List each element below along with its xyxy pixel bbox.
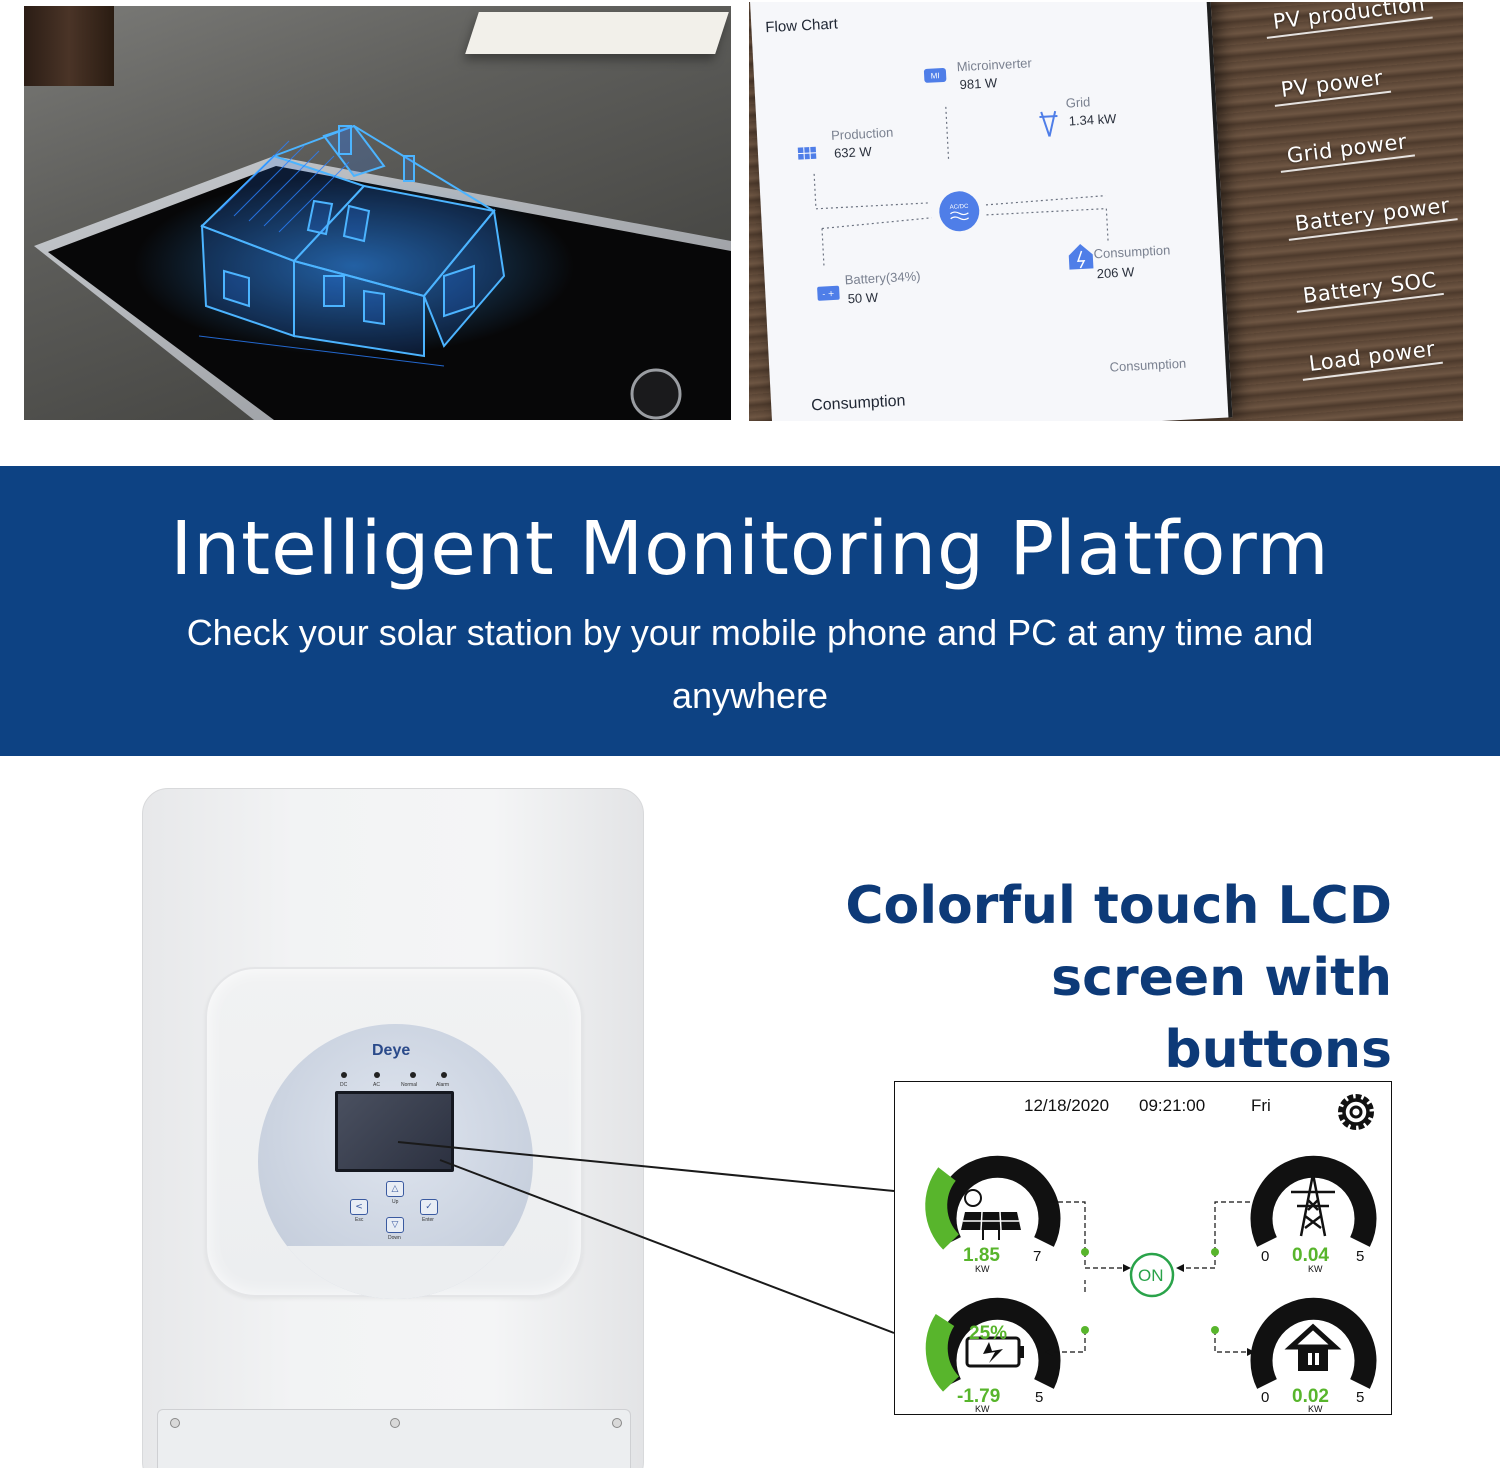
grid-tower-icon bbox=[1291, 1173, 1335, 1237]
brand-logo: Deye bbox=[372, 1042, 411, 1059]
hologram-house-photo bbox=[24, 6, 731, 420]
grid-value: 1.34 kW bbox=[1068, 110, 1117, 129]
lcd-display: 12/18/2020 09:21:00 Fri bbox=[894, 1081, 1392, 1415]
inverter-terminal-cover bbox=[157, 1409, 631, 1468]
home-icon bbox=[1284, 1323, 1342, 1371]
esc-button[interactable]: < bbox=[350, 1199, 368, 1215]
down-button[interactable]: ▽ bbox=[386, 1217, 404, 1233]
wood-label-load-power: Load power bbox=[1307, 336, 1437, 376]
pv-unit: KW bbox=[975, 1264, 990, 1274]
monitoring-app-photo: Flow Chart AC/DC MI bbox=[749, 2, 1463, 421]
enter-button-label: Enter bbox=[422, 1217, 434, 1223]
led-dc-icon bbox=[341, 1072, 347, 1078]
bookshelf bbox=[24, 6, 114, 86]
led-ac-icon bbox=[374, 1072, 380, 1078]
grid-max-tick: 5 bbox=[1356, 1248, 1365, 1265]
inverter-unit: Deye DC AC Normal Alarm < Esc △ Up ▽ Dow… bbox=[142, 788, 644, 1468]
wood-label-battery-power: Battery power bbox=[1293, 193, 1452, 236]
screw-icon bbox=[390, 1418, 400, 1428]
hub-label: AC/DC bbox=[950, 204, 970, 211]
down-button-label: Down bbox=[388, 1235, 401, 1241]
feature-heading: Colorful touch LCD screen with buttons bbox=[845, 876, 1392, 1080]
app-flow-chart-screen: Flow Chart AC/DC MI bbox=[749, 2, 1233, 421]
on-status-label: ON bbox=[1138, 1266, 1164, 1285]
esc-button-label: Esc bbox=[355, 1217, 364, 1223]
battery-unit: KW bbox=[975, 1404, 990, 1414]
led-label-dc: DC bbox=[340, 1082, 348, 1088]
wood-label-list: PV production PV power Grid power Batter… bbox=[1249, 2, 1463, 421]
up-button-label: Up bbox=[392, 1199, 399, 1205]
wood-label-pv-power: PV power bbox=[1279, 65, 1385, 102]
load-unit: KW bbox=[1308, 1404, 1323, 1414]
inverter-control-disc: Deye DC AC Normal Alarm < Esc △ Up ▽ Dow… bbox=[258, 1024, 533, 1299]
load-max-tick: 5 bbox=[1356, 1389, 1365, 1406]
battery-gauge bbox=[925, 1297, 1061, 1392]
pv-max-tick: 7 bbox=[1033, 1248, 1042, 1265]
wood-label-pv-production: PV production bbox=[1272, 2, 1427, 34]
grid-tower-icon bbox=[1039, 110, 1058, 137]
up-button[interactable]: △ bbox=[386, 1181, 404, 1197]
battery-value: -1.79 bbox=[957, 1386, 1001, 1407]
inverter-lcd-screen[interactable] bbox=[335, 1091, 454, 1172]
ac-dc-hub-icon bbox=[939, 191, 980, 232]
lcd-time: 09:21:00 bbox=[1139, 1096, 1206, 1115]
battery-icon bbox=[965, 1336, 1024, 1368]
wood-label-battery-soc: Battery SOC bbox=[1301, 267, 1438, 308]
led-label-normal: Normal bbox=[401, 1082, 418, 1088]
production-value: 632 W bbox=[833, 143, 872, 161]
on-status-icon bbox=[1129, 1252, 1175, 1298]
lcd-graphics bbox=[925, 1094, 1377, 1392]
load-value: 0.02 bbox=[1292, 1386, 1329, 1407]
led-label-ac: AC bbox=[373, 1082, 380, 1088]
svg-text:MI: MI bbox=[930, 71, 939, 80]
monitoring-banner: Intelligent Monitoring Platform Check yo… bbox=[0, 466, 1500, 756]
pv-gauge bbox=[925, 1155, 1061, 1250]
consumption-value: 206 W bbox=[1096, 264, 1135, 282]
microinverter-icon bbox=[923, 67, 947, 83]
grid-label: Grid bbox=[1065, 94, 1091, 111]
svg-text:- +: - + bbox=[822, 289, 835, 299]
load-gauge bbox=[1250, 1297, 1377, 1389]
lcd-day: Fri bbox=[1251, 1096, 1271, 1115]
lcd-date: 12/18/2020 bbox=[1024, 1096, 1110, 1115]
solar-panel-icon bbox=[961, 1189, 1021, 1240]
screw-icon bbox=[612, 1418, 622, 1428]
flow-chart-diagram: AC/DC MI - + bbox=[797, 67, 1109, 301]
banner-subtitle: Check your solar station by your mobile … bbox=[186, 612, 1314, 716]
pv-value: 1.85 bbox=[963, 1245, 1000, 1266]
wood-label-grid-power: Grid power bbox=[1285, 129, 1409, 168]
led-label-alarm: Alarm bbox=[436, 1082, 450, 1088]
grid-min-tick: 0 bbox=[1261, 1248, 1270, 1265]
led-normal-icon bbox=[410, 1072, 416, 1078]
battery-max-tick: 5 bbox=[1035, 1389, 1044, 1406]
home-icon bbox=[1068, 244, 1094, 270]
microinverter-value: 981 W bbox=[959, 75, 998, 93]
gear-icon bbox=[1338, 1094, 1374, 1130]
phone-with-house-illustration bbox=[34, 124, 731, 420]
enter-button[interactable]: ✓ bbox=[420, 1199, 438, 1215]
grid-value: 0.04 bbox=[1292, 1245, 1329, 1266]
home-button-icon bbox=[630, 368, 682, 420]
battery-soc: 25% bbox=[969, 1323, 1008, 1344]
battery-value: 50 W bbox=[847, 289, 879, 307]
solar-panel-icon bbox=[797, 146, 817, 160]
load-min-tick: 0 bbox=[1261, 1389, 1270, 1406]
grid-unit: KW bbox=[1308, 1264, 1323, 1274]
banner-title: Intelligent Monitoring Platform bbox=[170, 506, 1330, 592]
led-alarm-icon bbox=[441, 1072, 447, 1078]
battery-icon: - + bbox=[817, 285, 840, 301]
grid-gauge bbox=[1250, 1155, 1377, 1247]
screw-icon bbox=[170, 1418, 180, 1428]
